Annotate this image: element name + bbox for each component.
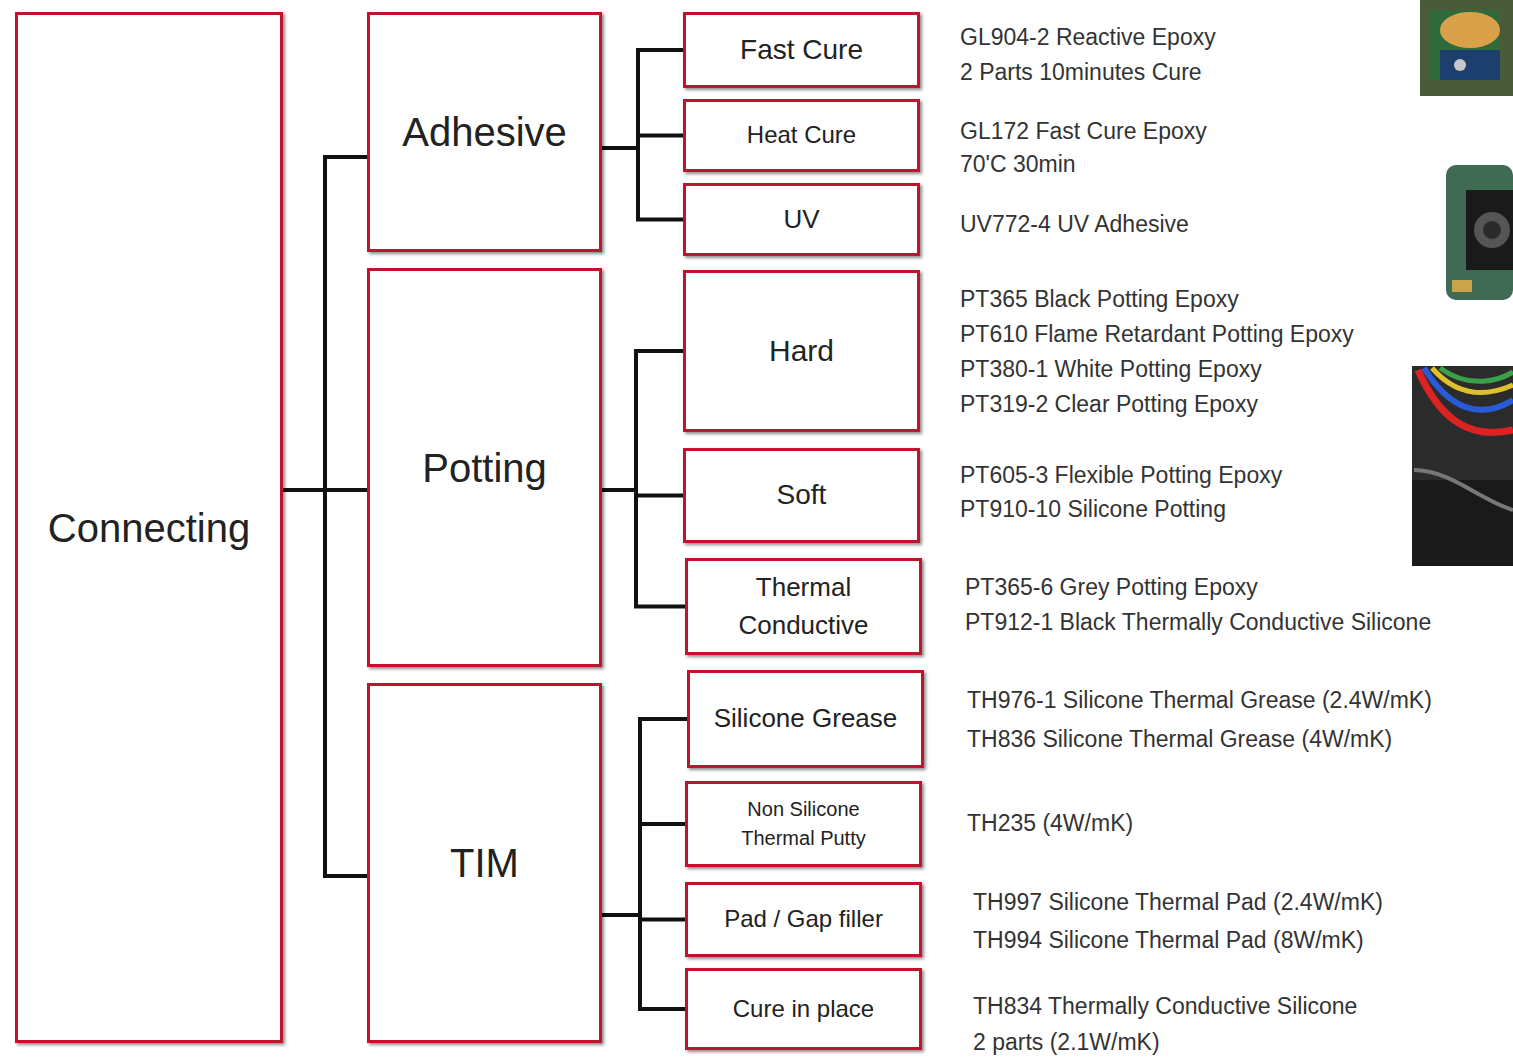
node-label: Silicone Grease xyxy=(714,700,898,738)
product-label: PT605-3 Flexible Potting Epoxy xyxy=(960,462,1282,490)
photo-pcb xyxy=(1446,165,1513,300)
product-label: PT912-1 Black Thermally Conductive Silic… xyxy=(965,609,1431,637)
tree-connector xyxy=(602,915,685,1009)
product-label: PT319-2 Clear Potting Epoxy xyxy=(960,391,1258,419)
category-box: Potting xyxy=(367,268,602,667)
product-label: UV772-4 UV Adhesive xyxy=(960,211,1189,239)
tree-connector xyxy=(602,490,685,607)
node-label: TIM xyxy=(450,834,519,892)
product-label: TH834 Thermally Conductive Silicone xyxy=(973,993,1357,1021)
node-label: Adhesive xyxy=(402,103,567,161)
photo-potted-wires xyxy=(1412,366,1513,566)
tree-connector xyxy=(283,490,367,876)
product-label: PT365-6 Grey Potting Epoxy xyxy=(965,574,1258,602)
type-box: Non Silicone Thermal Putty xyxy=(685,781,922,867)
tree-connector xyxy=(283,157,367,490)
node-label: Cure in place xyxy=(733,992,874,1027)
type-box: Pad / Gap filler xyxy=(685,882,922,957)
product-label: PT910-10 Silicone Potting xyxy=(960,496,1226,524)
product-label: GL172 Fast Cure Epoxy xyxy=(960,118,1207,146)
tree-connector xyxy=(602,148,683,220)
node-label: Pad / Gap filler xyxy=(724,902,883,937)
type-box: Heat Cure xyxy=(683,99,920,172)
node-label: Connecting xyxy=(48,499,250,557)
product-label: TH997 Silicone Thermal Pad (2.4W/mK) xyxy=(973,889,1383,917)
type-box: Soft xyxy=(683,448,920,543)
product-label: TH994 Silicone Thermal Pad (8W/mK) xyxy=(973,927,1364,955)
node-label: Non Silicone Thermal Putty xyxy=(729,795,879,853)
product-label: 2 parts (2.1W/mK) xyxy=(973,1029,1160,1057)
node-label: UV xyxy=(783,201,819,239)
product-label: 2 Parts 10minutes Cure xyxy=(960,59,1202,87)
node-label: Hard xyxy=(769,329,834,373)
node-label: Fast Cure xyxy=(740,30,863,71)
root-box: Connecting xyxy=(15,12,283,1043)
tree-connector xyxy=(602,824,685,915)
product-label: PT610 Flame Retardant Potting Epoxy xyxy=(960,321,1354,349)
tree-connector xyxy=(602,50,683,148)
type-box: UV xyxy=(683,183,920,256)
product-label: 70'C 30min xyxy=(960,151,1076,179)
category-box: Adhesive xyxy=(367,12,602,252)
product-label: PT380-1 White Potting Epoxy xyxy=(960,356,1262,384)
node-label: Thermal Conductive xyxy=(719,569,889,644)
product-label: GL904-2 Reactive Epoxy xyxy=(960,24,1216,52)
tree-connector xyxy=(602,351,683,490)
node-label: Potting xyxy=(422,439,547,497)
category-box: TIM xyxy=(367,683,602,1043)
product-label: PT365 Black Potting Epoxy xyxy=(960,286,1239,314)
type-box: Thermal Conductive xyxy=(685,558,922,655)
node-label: Soft xyxy=(777,475,827,516)
photo-dispensing xyxy=(1420,0,1513,96)
product-label: TH235 (4W/mK) xyxy=(967,810,1133,838)
node-label: Heat Cure xyxy=(747,118,856,153)
product-label: TH976-1 Silicone Thermal Grease (2.4W/mK… xyxy=(967,687,1432,715)
product-label: TH836 Silicone Thermal Grease (4W/mK) xyxy=(967,726,1392,754)
type-box: Hard xyxy=(683,270,920,432)
type-box: Fast Cure xyxy=(683,12,920,88)
tree-connector xyxy=(602,719,687,915)
type-box: Silicone Grease xyxy=(687,670,924,768)
type-box: Cure in place xyxy=(685,968,922,1050)
